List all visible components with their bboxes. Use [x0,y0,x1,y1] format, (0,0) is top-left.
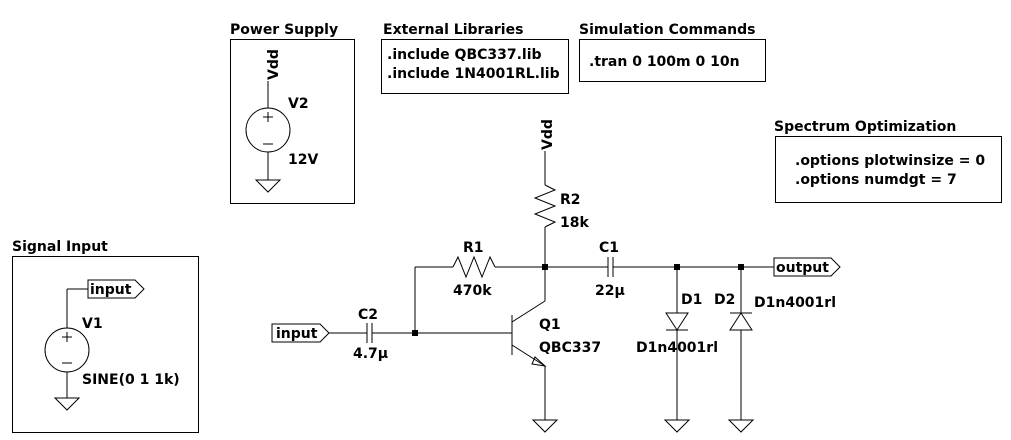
r1-name-label[interactable]: R1 [463,240,484,256]
v2-name-label[interactable]: V2 [288,96,309,112]
c2-value-label[interactable]: 4.7µ [353,346,388,362]
net-label-input-source[interactable]: input [87,279,145,299]
net-port-flag-icon [87,279,145,299]
ground-icon [254,179,282,193]
input-net-label-source[interactable]: input [90,282,132,298]
ground-icon [53,397,81,411]
input-net-label-amp[interactable]: input [276,326,318,342]
ground-icon [531,419,559,433]
voltage-source-v2[interactable] [245,107,291,153]
net-label-output[interactable]: output [773,257,841,277]
power-supply-title: Power Supply [230,22,338,38]
power-supply-group: Power Supply Vdd V2 12V [230,22,355,204]
v2-value-label[interactable]: 12V [288,152,318,168]
resistor-r2[interactable] [533,184,557,228]
capacitor-c1[interactable] [607,257,614,277]
vdd-net-label-collector[interactable]: Vdd [540,119,556,150]
amplifier-circuit: input C2 4.7µ R1 470k Vdd R2 18k [271,119,841,433]
c1-name-label[interactable]: C1 [599,240,619,256]
spectrum-optimization-title: Spectrum Optimization [774,119,956,135]
net-port-flag-icon [773,257,841,277]
diode-d1[interactable] [665,312,689,331]
diode-d2[interactable] [729,312,753,331]
transistor-emitter [511,344,546,367]
d2-name-label[interactable]: D2 [714,292,735,308]
simulation-commands-group: Simulation Commands .tran 0 100m 0 10n [579,22,766,82]
r1-value-label[interactable]: 470k [453,283,492,299]
q1-name-label[interactable]: Q1 [539,317,561,333]
spectrum-optimization-group: Spectrum Optimization .options plotwinsi… [774,119,1002,203]
voltage-source-v1[interactable] [44,327,90,373]
spice-directive-plotwinsize[interactable]: .options plotwinsize = 0 [795,153,985,169]
spice-directive-include-1n4001rl[interactable]: .include 1N4001RL.lib [387,66,560,82]
d1-name-label[interactable]: D1 [681,292,702,308]
signal-input-title: Signal Input [12,239,108,255]
ground-icon [727,419,755,433]
q1-value-label[interactable]: QBC337 [539,340,601,356]
external-libraries-frame [381,39,569,94]
transistor-q1[interactable] [511,300,547,367]
simulation-commands-frame [579,39,766,82]
signal-input-group: Signal Input input V1 SINE(0 1 1k) [12,239,199,433]
ground-icon [663,419,691,433]
output-net-label[interactable]: output [776,260,829,276]
d2-value-label[interactable]: D1n4001rl [754,295,836,311]
r2-value-label[interactable]: 18k [560,215,589,231]
d1-value-label[interactable]: D1n4001rl [636,340,718,356]
capacitor-c2[interactable] [366,323,373,343]
c1-value-label[interactable]: 22µ [595,283,625,299]
external-libraries-title: External Libraries [383,22,523,38]
signal-input-frame [12,256,199,433]
diode-triangle-icon [665,312,689,331]
v1-value-label[interactable]: SINE(0 1 1k) [82,372,180,388]
spice-directive-tran[interactable]: .tran 0 100m 0 10n [589,54,740,70]
external-libraries-group: External Libraries .include QBC337.lib .… [381,22,569,94]
net-label-input-amp[interactable]: input [271,323,330,343]
diode-triangle-icon [729,312,753,331]
c2-name-label[interactable]: C2 [358,307,378,323]
spectrum-optimization-frame [775,136,1002,203]
resistor-r1[interactable] [452,255,496,279]
power-supply-frame [230,39,355,204]
r2-name-label[interactable]: R2 [560,192,581,208]
spice-directive-include-qbc337[interactable]: .include QBC337.lib [387,47,542,63]
spice-directive-numdgt[interactable]: .options numdgt = 7 [795,172,957,188]
simulation-commands-title: Simulation Commands [579,22,755,38]
transistor-collector [511,300,546,323]
vdd-net-label-supply[interactable]: Vdd [266,49,282,80]
emitter-arrow-icon [531,356,547,367]
v1-name-label[interactable]: V1 [82,316,103,332]
net-port-flag-icon [271,323,330,343]
